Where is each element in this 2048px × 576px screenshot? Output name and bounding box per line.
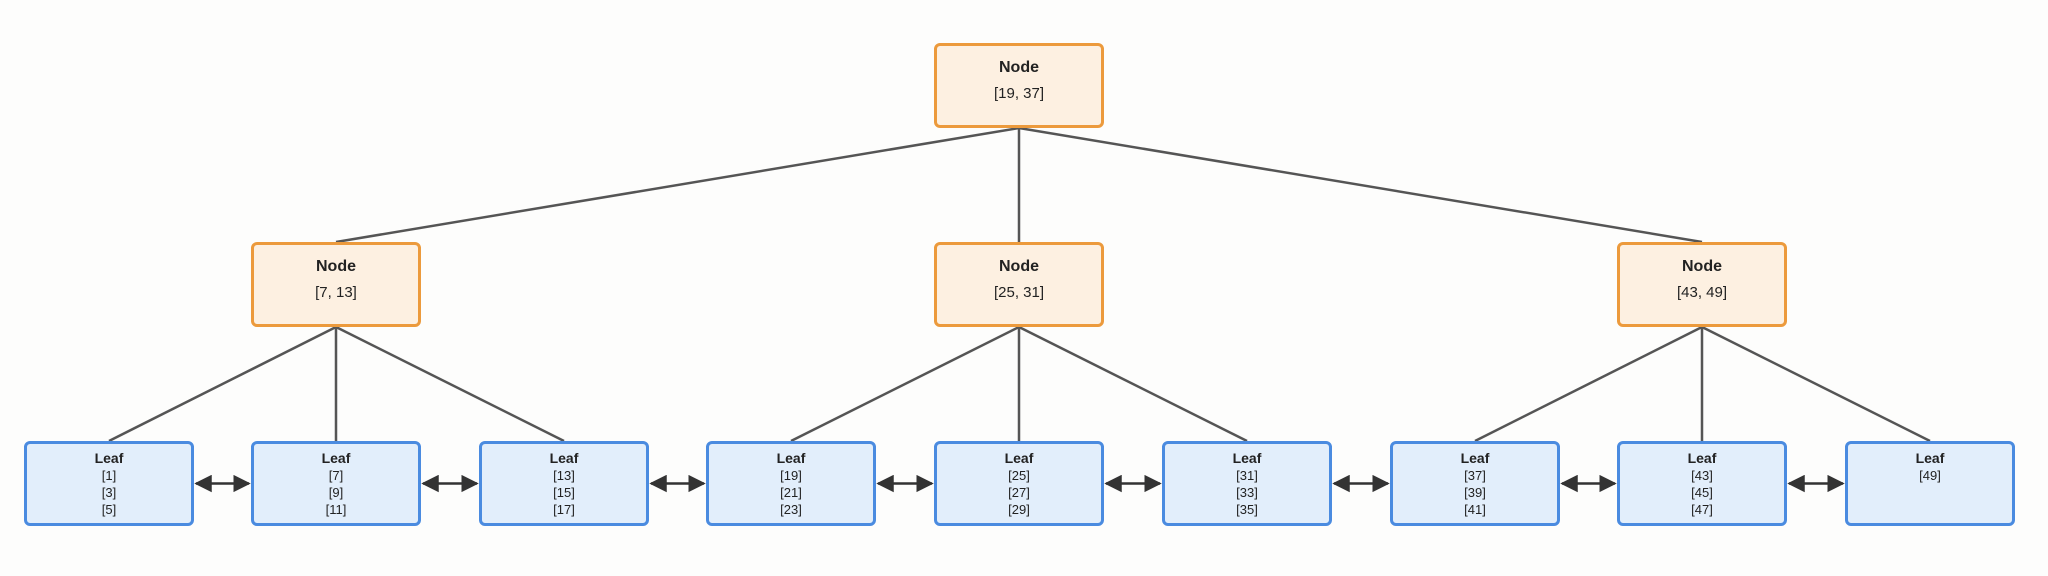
node-keys: [43, 49] [1676,284,1728,301]
leaf-entry: [33] [1236,485,1258,500]
leaf-title: Leaf [1004,450,1034,466]
node-keys: [19, 37] [993,85,1045,102]
leaf-title: Leaf [94,450,124,466]
leaf-entry: [23] [780,502,802,517]
node-keys: [7, 13] [315,284,357,301]
leaf-entry: [5] [101,502,117,517]
leaf-entry: [27] [1008,485,1030,500]
leaf-title: Leaf [1460,450,1490,466]
leaf-node: Leaf [49] [1845,441,2015,526]
leaf-entry: [15] [553,485,575,500]
node-title: Node [316,258,356,275]
leaf-node: Leaf [19] [21] [23] [706,441,876,526]
leaf-title: Leaf [1687,450,1717,466]
leaf-entry: [35] [1236,502,1258,517]
leaf-entry: [47] [1691,502,1713,517]
node-title: Node [999,258,1039,275]
leaf-entry: [41] [1464,502,1486,517]
leaf-entry: [37] [1464,468,1486,483]
internal-node: Node [7, 13] [251,242,421,327]
tree-edge [108,325,337,443]
leaf-entry: [45] [1691,485,1713,500]
leaf-entry: [9] [328,485,344,500]
leaf-node: Leaf [31] [33] [35] [1162,441,1332,526]
leaf-entry: [3] [101,485,117,500]
leaf-title: Leaf [321,450,351,466]
internal-node: Node [25, 31] [934,242,1104,327]
leaf-node: Leaf [7] [9] [11] [251,441,421,526]
leaf-entry: [11] [325,502,347,517]
leaf-entry: [43] [1691,468,1713,483]
root-node: Node [19, 37] [934,43,1104,128]
leaf-entry: [39] [1464,485,1486,500]
tree-edge [1018,126,1703,244]
internal-node: Node [43, 49] [1617,242,1787,327]
leaf-title: Leaf [1915,450,1945,466]
leaf-node: Leaf [13] [15] [17] [479,441,649,526]
leaf-entry: [7] [328,468,344,483]
leaf-entry: [1] [101,468,117,483]
tree-edge [1018,325,1248,443]
node-title: Node [999,59,1039,76]
tree-edge [1701,325,1931,443]
leaf-node: Leaf [37] [39] [41] [1390,441,1560,526]
tree-edge [335,126,1020,244]
tree-edge [790,325,1020,443]
node-keys: [25, 31] [993,284,1045,301]
leaf-node: Leaf [1] [3] [5] [24,441,194,526]
leaf-entry: [19] [780,468,802,483]
leaf-node: Leaf [25] [27] [29] [934,441,1104,526]
leaf-title: Leaf [1232,450,1262,466]
leaf-title: Leaf [549,450,579,466]
leaf-node: Leaf [43] [45] [47] [1617,441,1787,526]
leaf-entry: [49] [1919,468,1941,483]
leaf-title: Leaf [776,450,806,466]
node-title: Node [1682,258,1722,275]
leaf-entry: [13] [553,468,575,483]
tree-edge [1474,325,1703,443]
leaf-entry: [29] [1008,502,1030,517]
leaf-entry: [25] [1008,468,1030,483]
tree-edge [335,325,565,443]
leaf-entry: [17] [553,502,575,517]
leaf-entry: [31] [1236,468,1258,483]
leaf-entry: [21] [780,485,802,500]
